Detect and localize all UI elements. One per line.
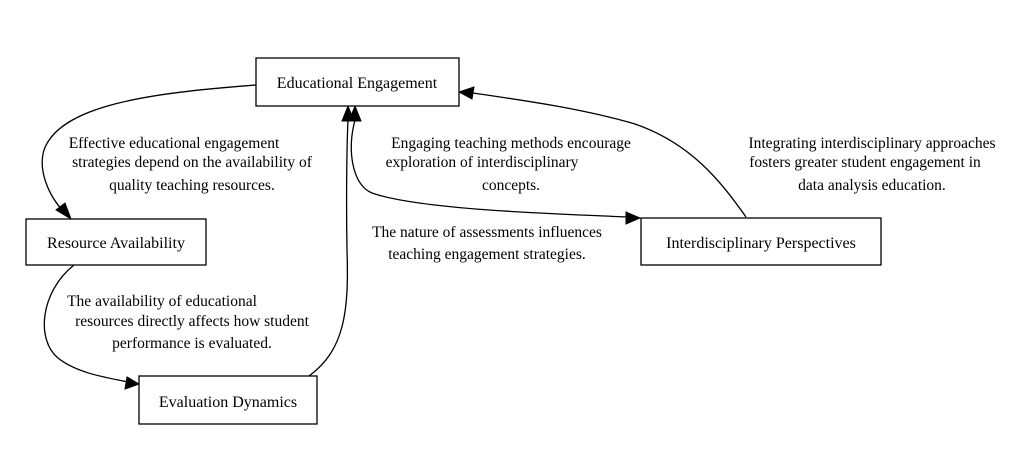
edge-label-line: strategies depend on the availability of	[72, 154, 313, 171]
edge-label-line: Effective educational engagement	[69, 135, 280, 152]
edge-line	[43, 264, 129, 383]
node-box	[640, 217, 882, 266]
node-label: Resource Availability	[47, 235, 185, 252]
edge-label-line: performance is evaluated.	[112, 335, 272, 352]
node-box	[255, 57, 460, 107]
edge-evaluation-to-engagement: The nature of assessments influences tea…	[308, 104, 602, 377]
edge-label-line: Integrating interdisciplinary approaches	[748, 135, 995, 152]
edge-line	[472, 92, 747, 218]
node-label: Interdisciplinary Perspectives	[666, 235, 856, 252]
edge-label-line: teaching engagement strategies.	[388, 246, 586, 263]
edge-engagement-to-resources: Effective educational engagement strateg…	[41, 84, 313, 221]
node-box	[138, 375, 318, 425]
edge-resources-to-evaluation: The availability of educational resource…	[43, 264, 310, 390]
arrowhead-icon	[348, 104, 362, 122]
node-label: Evaluation Dynamics	[159, 394, 297, 411]
edge-label-line: resources directly affects how student	[75, 313, 310, 330]
edge-line	[41, 84, 257, 213]
node-evaluation-dynamics[interactable]: Evaluation Dynamics	[138, 375, 318, 425]
edge-label-line: The availability of educational	[67, 293, 257, 310]
node-box	[25, 218, 207, 266]
node-interdisciplinary-perspectives[interactable]: Interdisciplinary Perspectives	[640, 217, 882, 266]
edge-engagement-to-interdisciplinary: Engaging teaching methods encourage expl…	[348, 104, 642, 225]
edge-label-line: quality teaching resources.	[109, 177, 275, 194]
node-label: Educational Engagement	[277, 75, 438, 92]
edge-label-line: data analysis education.	[798, 177, 946, 194]
arrowhead-icon	[55, 202, 72, 221]
edge-label-line: concepts.	[482, 177, 540, 194]
edge-line	[308, 119, 349, 377]
arrowhead-icon	[457, 86, 475, 100]
arrowhead-icon	[625, 211, 642, 225]
edge-line	[350, 119, 629, 218]
arrowhead-icon	[124, 376, 141, 390]
edge-label-line: fosters greater student engagement in	[749, 154, 981, 171]
edge-interdisciplinary-to-engagement: Integrating interdisciplinary approaches…	[457, 86, 996, 218]
edge-label-line: Engaging teaching methods encourage	[391, 135, 631, 152]
node-educational-engagement[interactable]: Educational Engagement	[255, 57, 460, 107]
edge-label-line: exploration of interdisciplinary	[386, 154, 579, 171]
node-resource-availability[interactable]: Resource Availability	[25, 218, 207, 266]
edge-label-line: The nature of assessments influences	[372, 224, 602, 241]
